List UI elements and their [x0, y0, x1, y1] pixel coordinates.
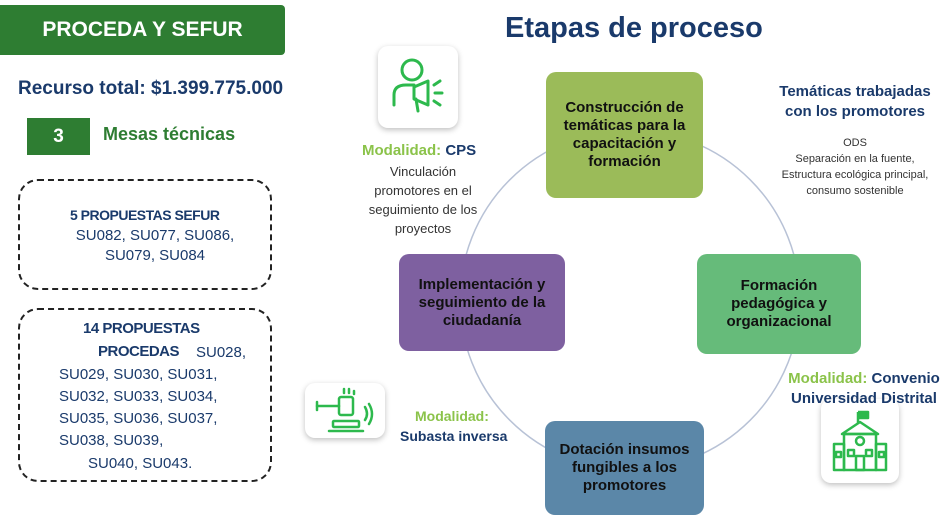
- modalidad-subasta: Modalidad: Subasta inversa: [400, 406, 507, 446]
- diagram-title: Etapas de proceso: [505, 12, 763, 44]
- modalidad-convenio-label: Modalidad:: [788, 370, 868, 387]
- mesas-label: Mesas técnicas: [103, 124, 236, 144]
- modalidad-subasta-value: Subasta inversa: [400, 428, 508, 444]
- modalidad-cps-value: CPS: [445, 142, 477, 159]
- tematicas-item: Estructura ecológica principal,: [781, 169, 929, 181]
- university-building-icon: [832, 410, 888, 472]
- proceda-codes-line: SU035, SU036, SU037,: [59, 410, 218, 427]
- modalidad-cps-description: Vinculación promotores en el seguimiento…: [368, 164, 478, 236]
- modalidad-cps-label: Modalidad:: [362, 142, 442, 159]
- sefur-codes-line: SU079, SU084: [104, 247, 206, 264]
- proceda-title-line2: PROCEDAS: [98, 343, 180, 360]
- stage-dotacion: Dotación insumos fungibles a los promoto…: [545, 421, 704, 515]
- proceda-codes-line: SU040, SU043.: [88, 455, 193, 472]
- proceda-box: [18, 308, 272, 482]
- tematicas-item: Separación en la fuente,: [795, 153, 915, 165]
- proceda-codes-line: SU038, SU039,: [59, 432, 164, 449]
- megaphone-person-icon: [392, 58, 444, 113]
- sefur-box: [18, 179, 272, 290]
- stage-implementacion: Implementación y seguimiento de la ciuda…: [399, 254, 565, 351]
- tematicas-item: consumo sostenible: [806, 185, 904, 197]
- tematicas-list: ODS Separación en la fuente, Estructura …: [780, 135, 930, 199]
- banner-title: PROCEDA Y SEFUR: [0, 5, 285, 55]
- megaphone-person-icon-card: [378, 46, 458, 128]
- modalidad-convenio: Modalidad: Convenio Universidad Distrita…: [785, 369, 943, 409]
- sefur-title: 5 PROPUESTAS SEFUR: [70, 207, 220, 223]
- proceda-title-line1: 14 PROPUESTAS: [83, 320, 200, 337]
- sefur-codes-line: SU082, SU077, SU086,: [75, 227, 235, 244]
- stage-formacion: Formación pedagógica y organizacional: [697, 254, 861, 354]
- total-resource: Recurso total: $1.399.775.000: [18, 78, 284, 99]
- tematicas-item: ODS: [843, 137, 867, 149]
- auction-gavel-icon: [315, 387, 374, 432]
- modalidad-subasta-label: Modalidad:: [415, 408, 489, 424]
- proceda-code-first: SU028,: [196, 344, 247, 361]
- stage-construccion: Construcción de temáticas para la capaci…: [546, 72, 703, 198]
- auction-gavel-icon-card: [305, 383, 385, 438]
- proceda-codes-line: SU032, SU033, SU034,: [59, 388, 218, 405]
- university-building-icon-card: [821, 399, 899, 483]
- tematicas-title: Temáticas trabajadas con los promotores: [779, 83, 931, 120]
- mesas-count-badge: 3: [27, 118, 90, 155]
- sefur-codes: SU082, SU077, SU086, SU079, SU084: [60, 226, 250, 266]
- proceda-codes-line: SU029, SU030, SU031,: [59, 366, 218, 383]
- modalidad-cps: Modalidad: CPS: [362, 142, 476, 159]
- modalidad-convenio-value: Convenio Universidad Distrital: [791, 370, 940, 407]
